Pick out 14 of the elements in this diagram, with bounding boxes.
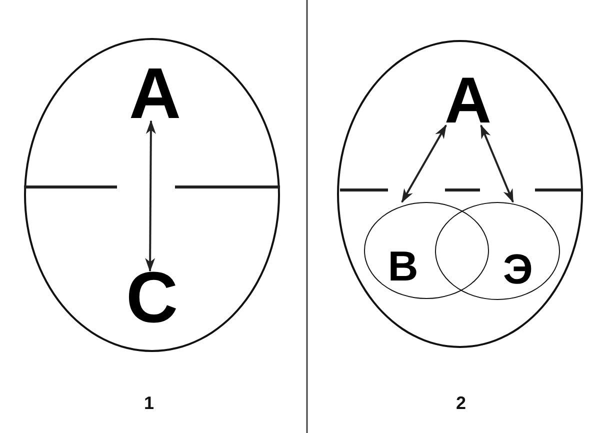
letter-label: В: [388, 250, 418, 282]
oval: [24, 38, 280, 352]
circle: [364, 202, 489, 299]
panel-number: 2: [456, 396, 466, 410]
oval: [337, 40, 583, 348]
letter-label: Э: [503, 253, 533, 285]
arrow: [480, 124, 514, 203]
panel-number: 1: [144, 396, 154, 410]
letter-label: А: [444, 76, 492, 126]
letter-label: А: [129, 67, 181, 121]
arrow: [145, 120, 156, 272]
circle: [435, 202, 560, 300]
letter-label: С: [126, 271, 178, 325]
arrow: [401, 124, 447, 203]
